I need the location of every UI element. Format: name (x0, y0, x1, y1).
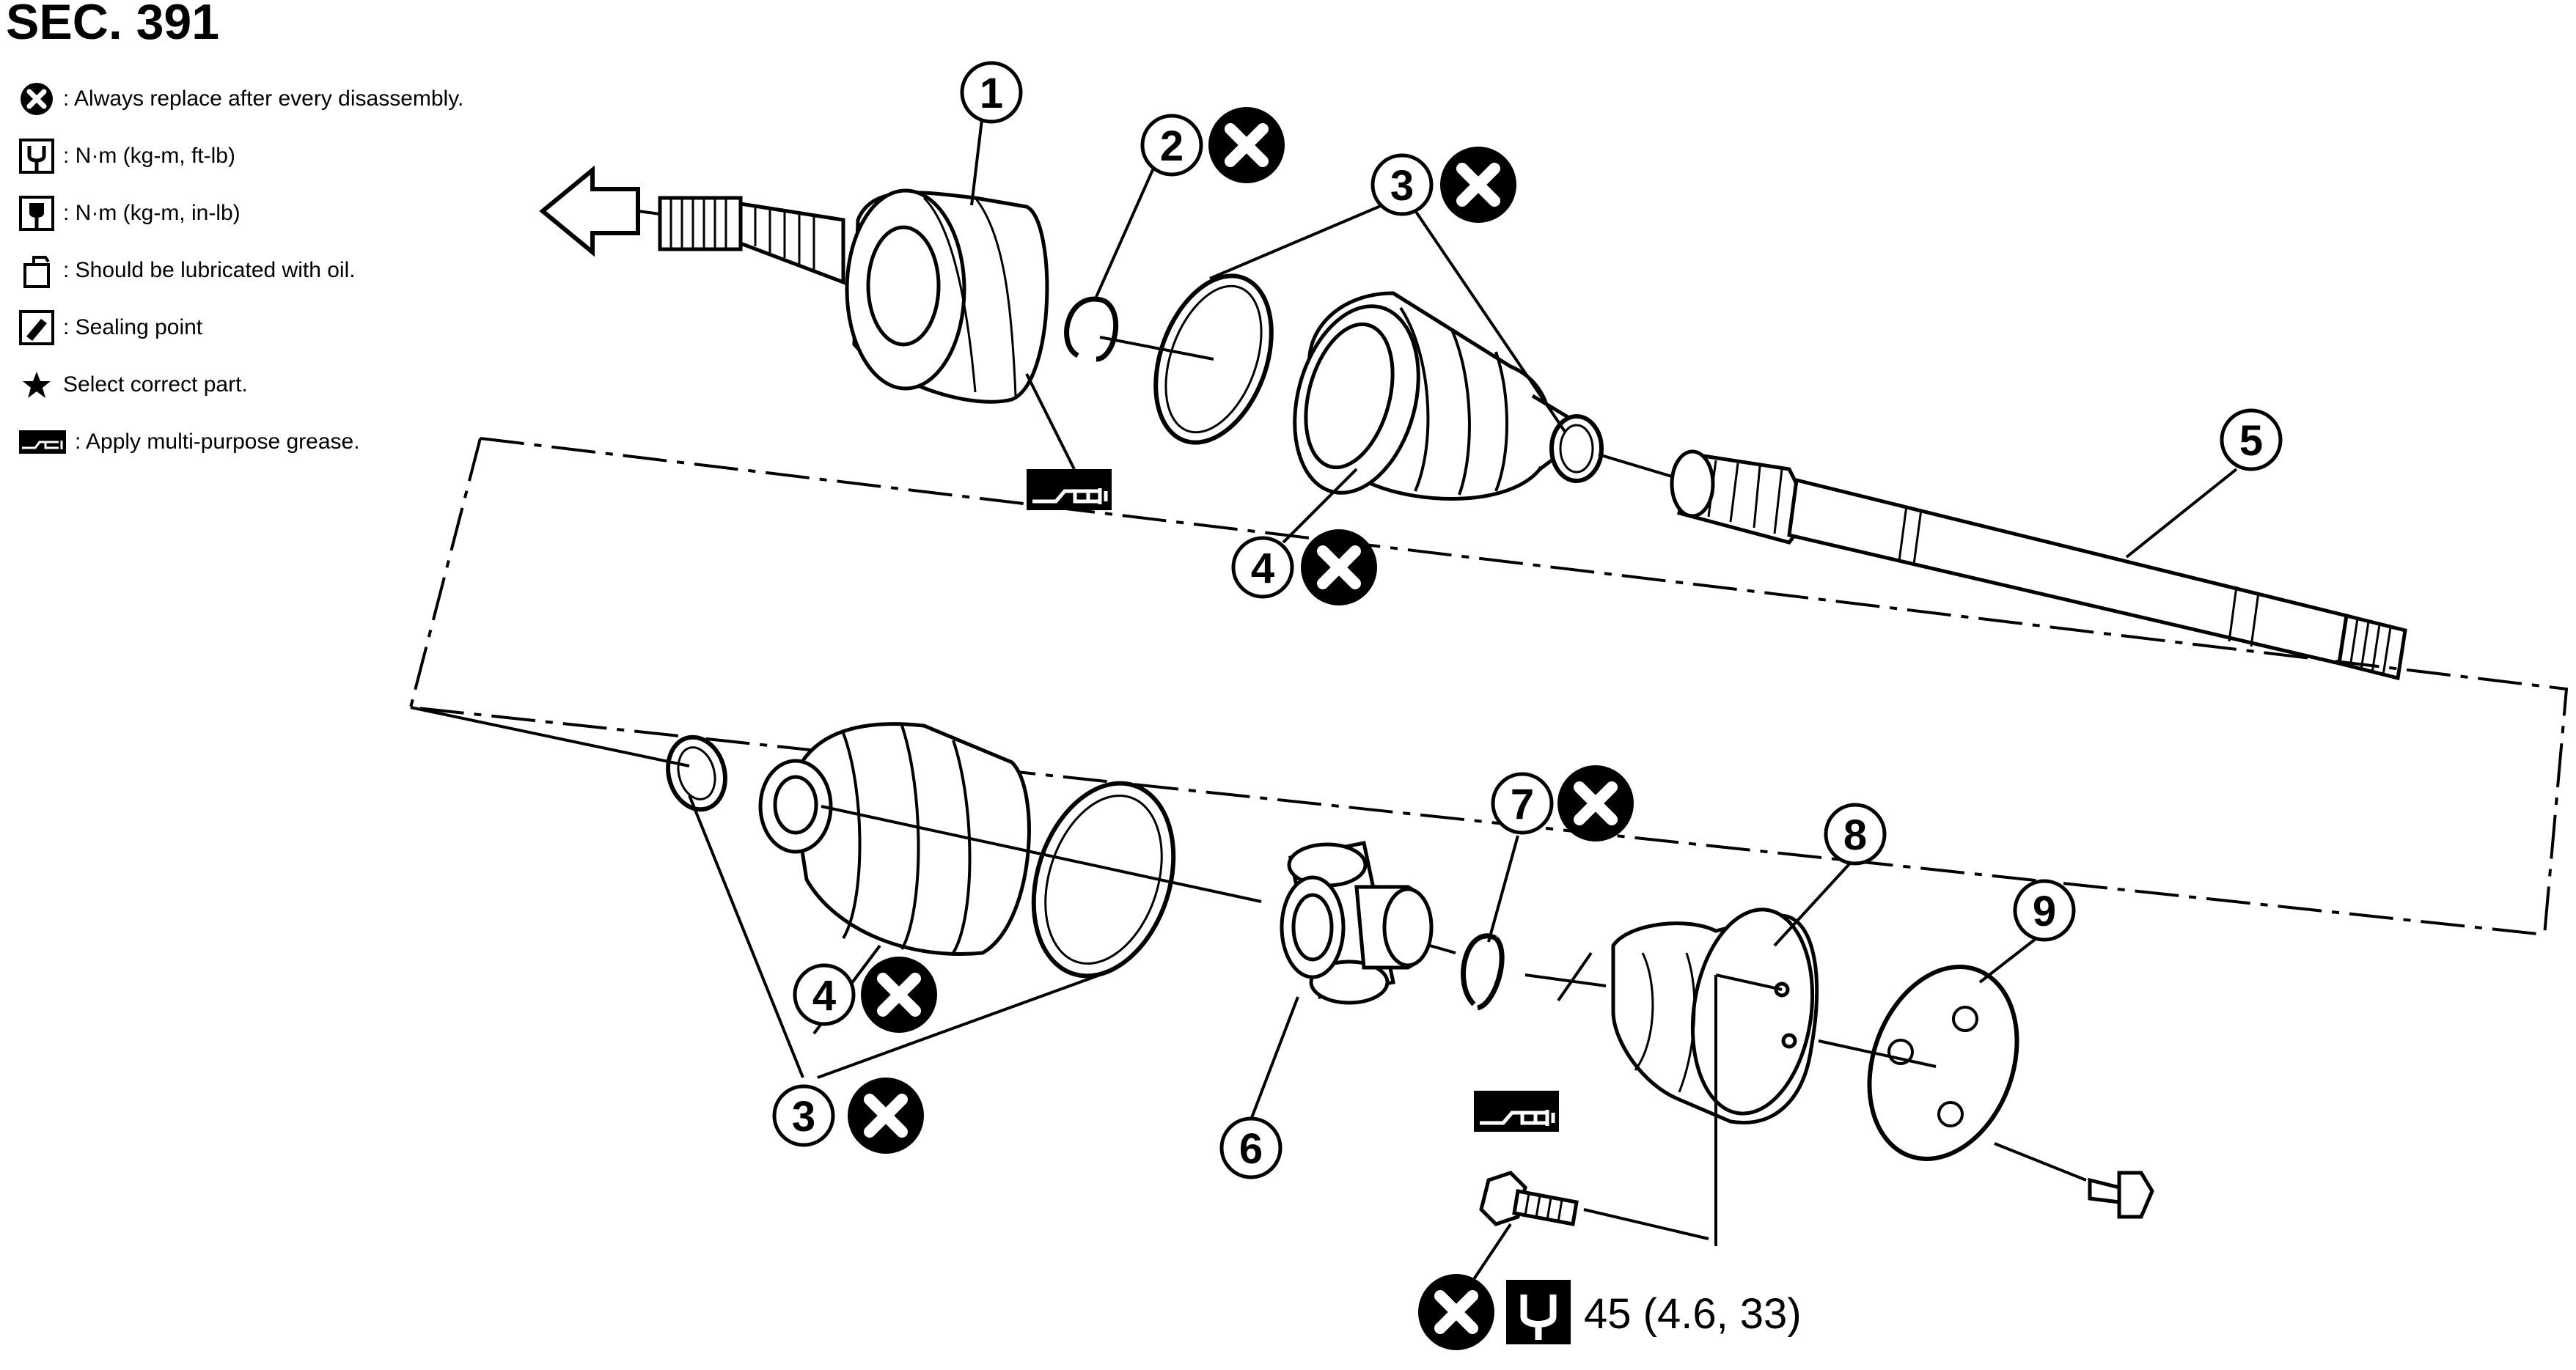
legend-item-grease: : Apply multi-purpose grease. (19, 413, 463, 471)
legend-item-sealant: : Sealing point (19, 299, 463, 356)
torque-wrench-icon (19, 139, 54, 174)
slide-joint-housing (1611, 907, 1819, 1124)
replace-x-icon (1557, 765, 1634, 841)
grease-tube-icon (19, 430, 66, 454)
star-icon (23, 372, 51, 398)
torque-wrench-filled-icon (19, 196, 54, 231)
legend-text: : N·m (kg-m, in-lb) (63, 201, 241, 225)
legend-text: : Should be lubricated with oil. (63, 258, 356, 282)
replace-x-icon (1440, 147, 1516, 223)
legend-item-select-part: Select correct part. (19, 356, 463, 413)
dust-shield (1867, 965, 2019, 1161)
legend-item-torque-ftlb: : N·m (kg-m, ft-lb) (19, 128, 463, 185)
callout-8: 8 (1843, 811, 1867, 859)
bolt (1479, 1171, 1579, 1226)
boot (1293, 291, 1571, 501)
part-callouts (772, 61, 2283, 1179)
replace-x-icon (1418, 1274, 1494, 1350)
torque-value: 45 (4.6, 33) (1584, 1290, 1802, 1338)
part-callout-numbers: 1 2 3 4 5 4 3 6 7 8 9 (792, 70, 2263, 1173)
outboard-joint-assembly (539, 165, 1049, 404)
oil-can-icon (23, 256, 50, 288)
callout-5: 5 (2239, 417, 2263, 465)
callout-3-upper: 3 (1390, 162, 1414, 210)
axis-lines (410, 210, 2087, 1240)
grease-tube-icon (1027, 469, 1112, 510)
callout-1: 1 (980, 70, 1003, 117)
grease-tube-icon (1474, 1091, 1559, 1132)
direction-arrow-icon (539, 165, 640, 257)
callout-3-lower: 3 (792, 1093, 815, 1141)
callout-2: 2 (1160, 122, 1184, 170)
callout-9: 9 (2033, 888, 2056, 935)
boot-band-small-lower (666, 734, 727, 812)
replace-x-icon (848, 1078, 924, 1154)
sealant-icon (19, 310, 54, 345)
legend-text: : Sealing point (63, 315, 203, 339)
snap-ring-lower (1461, 933, 1505, 1011)
replace-x-icon (1208, 107, 1285, 183)
legend-text: : N·m (kg-m, ft-lb) (63, 144, 235, 168)
callout-4-upper: 4 (1251, 545, 1274, 592)
leader-lines (688, 113, 2238, 1281)
boot-band-large-lower (1031, 781, 1176, 979)
legend-text: : Apply multi-purpose grease. (75, 430, 360, 454)
legend-item-replace: : Always replace after every disassembly… (19, 70, 463, 128)
callout-4-lower: 4 (812, 972, 836, 1020)
legend-text: : Always replace after every disassembly… (63, 86, 464, 111)
boot-band-small (1549, 414, 1604, 483)
spider-assembly (1280, 841, 1434, 1005)
legend-item-oil: : Should be lubricated with oil. (19, 242, 463, 299)
callout-7: 7 (1511, 781, 1534, 828)
snap-ring (1064, 296, 1119, 362)
callout-6: 6 (1239, 1125, 1263, 1173)
replace-x-icon (1301, 529, 1377, 605)
drive-shaft (1670, 449, 2407, 681)
section-title: SEC. 391 (6, 0, 220, 50)
replace-x-icon (861, 957, 937, 1033)
legend-item-torque-inlb: : N·m (kg-m, in-lb) (19, 185, 463, 242)
shield-bolt (2088, 1171, 2154, 1219)
legend: : Always replace after every disassembly… (19, 70, 463, 471)
replace-x-icon (21, 83, 53, 115)
boot-lower (758, 722, 1031, 956)
legend-text: Select correct part. (63, 372, 248, 397)
torque-wrench-icon (1506, 1280, 1571, 1344)
assembly-connector-line (408, 437, 2569, 936)
